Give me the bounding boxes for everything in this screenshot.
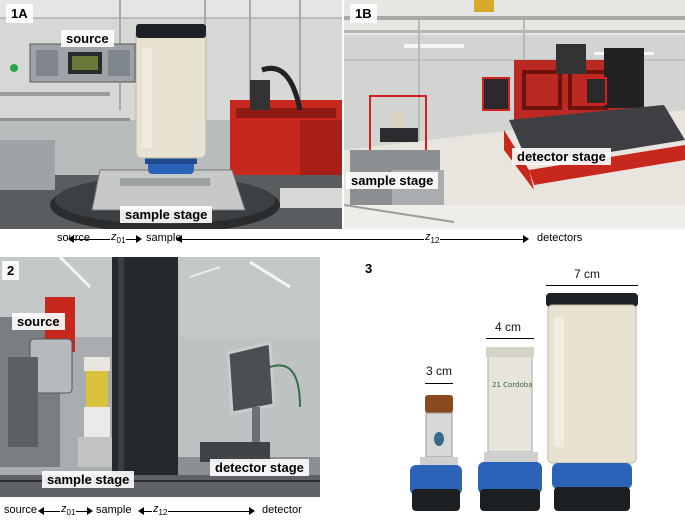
axis2-detector-label: detector bbox=[262, 504, 302, 516]
dimension-7cm-line bbox=[546, 285, 638, 286]
axis2-sample-label: sample bbox=[96, 504, 132, 516]
axis2-arrow-left bbox=[38, 507, 44, 515]
panel-1a-label: 1A bbox=[6, 4, 33, 23]
axis1-z12-line bbox=[181, 239, 525, 240]
axis1-z01-line bbox=[73, 239, 139, 240]
detector-stage-label-2: detector stage bbox=[210, 459, 309, 476]
axis1-arrow-mid-left bbox=[176, 235, 182, 243]
dimension-4cm-label: 4 cm bbox=[495, 320, 522, 334]
axis2-arrow-mid-right bbox=[87, 507, 93, 515]
axis2-source-label: source bbox=[4, 504, 38, 516]
axis2-z12-label: z12 bbox=[152, 503, 169, 518]
photo-panel-1b: 1B detector stage sample stage bbox=[344, 0, 685, 229]
axis1-arrow-mid-right bbox=[136, 235, 142, 243]
container-7cm bbox=[546, 293, 638, 511]
source-label-1a: source bbox=[61, 30, 114, 47]
sample-stage-label-1a: sample stage bbox=[120, 206, 213, 223]
photo-panel-2: 2 source sample stage detector stage bbox=[0, 257, 320, 497]
axis2-z01-label: z01 bbox=[60, 503, 77, 518]
panel-2-label: 2 bbox=[2, 261, 20, 280]
dimension-4cm-line bbox=[486, 338, 534, 339]
photo-panel-1a: 1A source sample stage bbox=[0, 0, 342, 229]
sample-containers-photo: 21 Cordoba bbox=[410, 293, 638, 511]
tube-handwriting: 21 Cordoba bbox=[492, 381, 533, 389]
axis1-sample-label: sample bbox=[146, 232, 182, 244]
photo-panel-3: 3 21 Cordoba bbox=[340, 257, 685, 527]
axis1-arrow-right bbox=[523, 235, 529, 243]
panel-1b-label: 1B bbox=[350, 4, 377, 23]
sample-stage-label-2: sample stage bbox=[42, 471, 135, 488]
container-4cm: 21 Cordoba bbox=[478, 347, 542, 511]
axis2-arrow-right bbox=[249, 507, 255, 515]
dimension-3cm-label: 3 cm bbox=[426, 364, 453, 378]
sample-stage-label-1b: sample stage bbox=[346, 172, 439, 189]
axis1-arrow-left bbox=[68, 235, 74, 243]
detector-stage-label-1b: detector stage bbox=[512, 148, 611, 165]
distance-axis-2: source z01 sample z12 detector bbox=[0, 503, 330, 518]
axis1-z01-label: z01 bbox=[110, 231, 127, 246]
axis1-detectors-label: detectors bbox=[537, 232, 583, 244]
dimension-7cm-label: 7 cm bbox=[574, 267, 601, 281]
dimension-3cm-line bbox=[425, 383, 453, 384]
axis2-arrow-mid-left bbox=[138, 507, 144, 515]
panel-3-label: 3 bbox=[365, 261, 373, 276]
axis1-z12-label: z12 bbox=[424, 231, 441, 246]
axis2-z12-line bbox=[143, 511, 251, 512]
container-3cm bbox=[410, 395, 462, 511]
distance-axis-1: source z01 sample z12 detectors bbox=[0, 231, 685, 246]
photo-1b-scene bbox=[344, 0, 685, 229]
source-label-2: source bbox=[12, 313, 65, 330]
photo-1a-scene bbox=[0, 0, 342, 229]
